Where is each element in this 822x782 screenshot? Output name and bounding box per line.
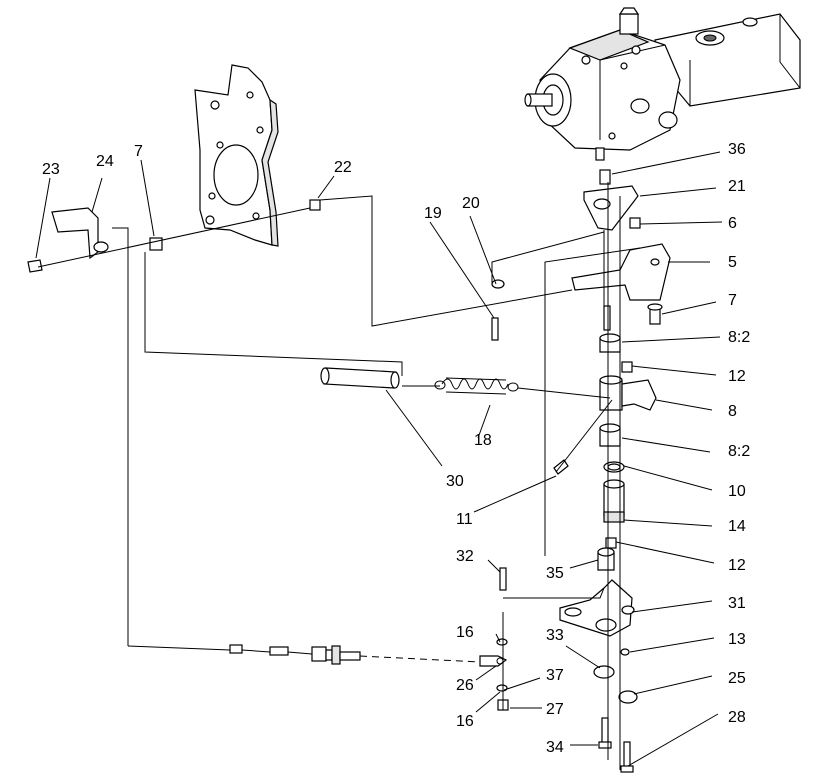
- callout-32: 32: [456, 548, 474, 565]
- callout-28: 28: [728, 709, 746, 726]
- spring-sleeve: [320, 367, 569, 475]
- callout-24: 24: [96, 153, 114, 170]
- callout-18: 18: [474, 432, 492, 449]
- callout-12-lower: 12: [728, 557, 746, 574]
- callout-36: 36: [728, 141, 746, 158]
- callout-30: 30: [446, 473, 464, 490]
- callout-23: 23: [42, 161, 60, 178]
- callout-22: 22: [334, 159, 352, 176]
- callout-27: 27: [546, 701, 564, 718]
- callout-8-2-lower: 8:2: [728, 443, 750, 460]
- callout-labels: 23 24 7 22 19 20 36 21 6 5 7 8:2 12 8 8:…: [42, 141, 750, 756]
- callout-12-upper: 12: [728, 368, 746, 385]
- callout-8-2-upper: 8:2: [728, 329, 750, 346]
- callout-33: 33: [546, 627, 564, 644]
- reference-lines: [112, 182, 641, 770]
- mounting-plate: [194, 64, 279, 247]
- parts-stack: [491, 169, 671, 773]
- callout-19: 19: [424, 205, 442, 222]
- gearbox-assembly: [524, 7, 801, 161]
- callout-20: 20: [462, 195, 480, 212]
- callout-16-lower: 16: [456, 713, 474, 730]
- callout-7: 7: [134, 143, 143, 160]
- callout-10: 10: [728, 483, 746, 500]
- callout-26: 26: [456, 677, 474, 694]
- callout-13: 13: [728, 631, 746, 648]
- callout-34: 34: [546, 739, 564, 756]
- callout-21: 21: [728, 178, 746, 195]
- callout-25: 25: [728, 670, 746, 687]
- callout-31: 31: [728, 595, 746, 612]
- callout-leaders: [35, 151, 723, 767]
- control-cable: [127, 644, 508, 667]
- left-bracket: [27, 199, 321, 273]
- callout-7-right: 7: [728, 292, 737, 309]
- callout-14: 14: [728, 518, 746, 535]
- callout-16-upper: 16: [456, 624, 474, 641]
- callout-11: 11: [456, 511, 473, 528]
- callout-5: 5: [728, 254, 737, 271]
- callout-6: 6: [728, 215, 737, 232]
- callout-8: 8: [728, 403, 737, 420]
- callout-35: 35: [546, 565, 564, 582]
- callout-37: 37: [546, 667, 564, 684]
